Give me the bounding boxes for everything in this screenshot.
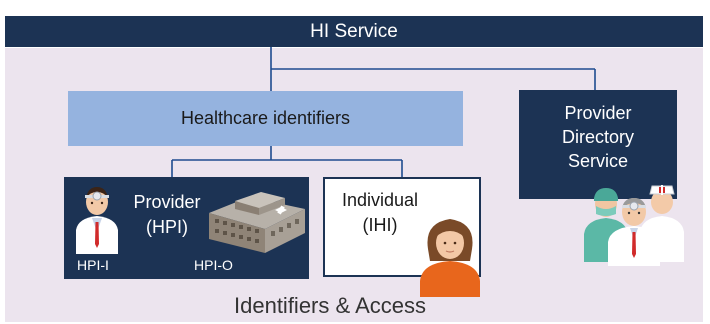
hpi-i-label: HPI-I <box>77 257 109 273</box>
header-title: HI Service <box>310 20 398 42</box>
doctor-icon <box>76 187 118 254</box>
patient-woman-icon <box>420 219 480 297</box>
individual-line-2: (IHI) <box>362 215 398 235</box>
medical-staff-group-icon <box>584 185 684 266</box>
hospital-building-icon <box>209 192 305 253</box>
pds-line-2: Directory <box>561 127 634 147</box>
hi-service-header: HI Service <box>5 16 703 47</box>
pds-line-3: Service <box>567 151 629 171</box>
provider-line-1: Provider <box>133 192 201 212</box>
healthcare-identifiers-label: Healthcare identifiers <box>180 108 351 128</box>
provider-line-2: (HPI) <box>146 217 188 237</box>
hpi-o-label: HPI-O <box>194 257 233 273</box>
hpi-i-tag: HPI-I <box>75 254 111 276</box>
individual-label: Individual (IHI) <box>325 188 435 238</box>
healthcare-identifiers-box: Healthcare identifiers <box>68 91 463 146</box>
provider-label: Provider (HPI) <box>124 190 210 240</box>
identifiers-access-title: Identifiers & Access <box>234 293 426 318</box>
pds-line-1: Provider <box>564 103 632 123</box>
provider-directory-service-box: Provider Directory Service <box>519 90 677 199</box>
hpi-o-tag: HPI-O <box>192 254 235 276</box>
individual-line-1: Individual <box>341 190 419 210</box>
